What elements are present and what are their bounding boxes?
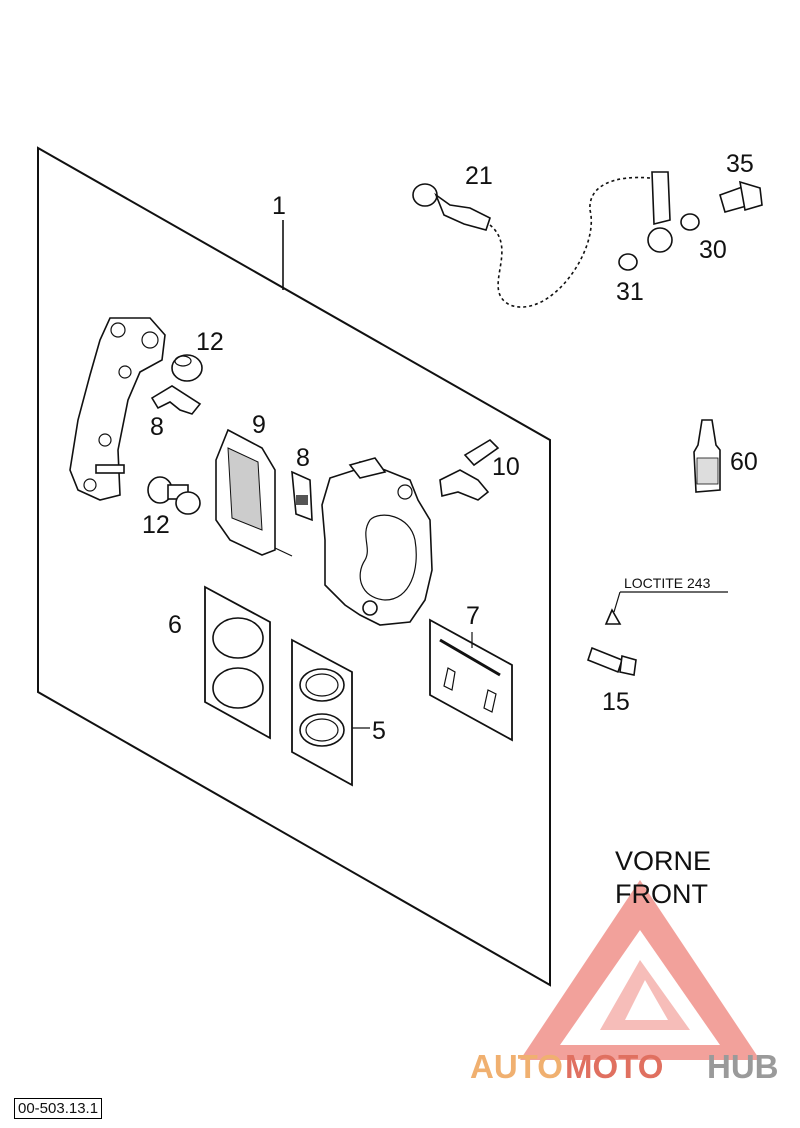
label-12-lower: 12: [142, 511, 170, 539]
label-10: 10: [492, 453, 520, 481]
guide-pin-lower: [147, 476, 201, 515]
pistons-kit: [204, 585, 271, 740]
caliper-bracket: [69, 317, 166, 501]
watermark-part-2: MOTO: [565, 1048, 663, 1085]
label-60: 60: [730, 448, 758, 476]
label-8-clip: 8: [150, 413, 164, 441]
seals-kit: [291, 638, 370, 787]
label-15: 15: [602, 688, 630, 716]
label-5: 5: [372, 717, 386, 745]
pin-kit: [429, 618, 513, 742]
label-31: 31: [616, 278, 644, 306]
washer-30: [680, 213, 700, 231]
pad-spring: [291, 470, 313, 522]
label-9: 9: [252, 411, 266, 439]
direction-label-vorne: VORNE: [615, 846, 711, 876]
washer-31: [618, 253, 638, 271]
bleed-screw: [439, 438, 500, 501]
label-7: 7: [466, 602, 480, 630]
loctite-leader: [604, 591, 728, 625]
loctite-bottle: [693, 419, 721, 493]
rubber-boot-upper: [171, 354, 203, 382]
drawing-code: 00-503.13.1: [14, 1098, 103, 1119]
watermark-part-1: AUTO: [470, 1048, 563, 1085]
label-6: 6: [168, 611, 182, 639]
label-30: 30: [699, 236, 727, 264]
label-35: 35: [726, 150, 754, 178]
label-8-spring: 8: [296, 444, 310, 472]
brake-line: [412, 171, 673, 308]
watermark-logo: [520, 880, 760, 1060]
loctite-note: LOCTITE 243: [624, 575, 711, 591]
label-1: 1: [272, 192, 286, 220]
banjo-bolt: [719, 180, 763, 213]
mounting-bolt: [587, 646, 637, 676]
label-21: 21: [465, 162, 493, 190]
direction-label-front: FRONT: [615, 879, 708, 909]
caliper-body: [321, 457, 433, 626]
caliper-kit-panel: [37, 146, 551, 987]
guide-clip-upper: [150, 385, 202, 415]
watermark-text: AUTO MOTO HUB: [470, 1048, 779, 1085]
watermark-part-3: HUB: [707, 1048, 779, 1085]
brake-pad: [215, 428, 293, 557]
label-12-upper: 12: [196, 328, 224, 356]
